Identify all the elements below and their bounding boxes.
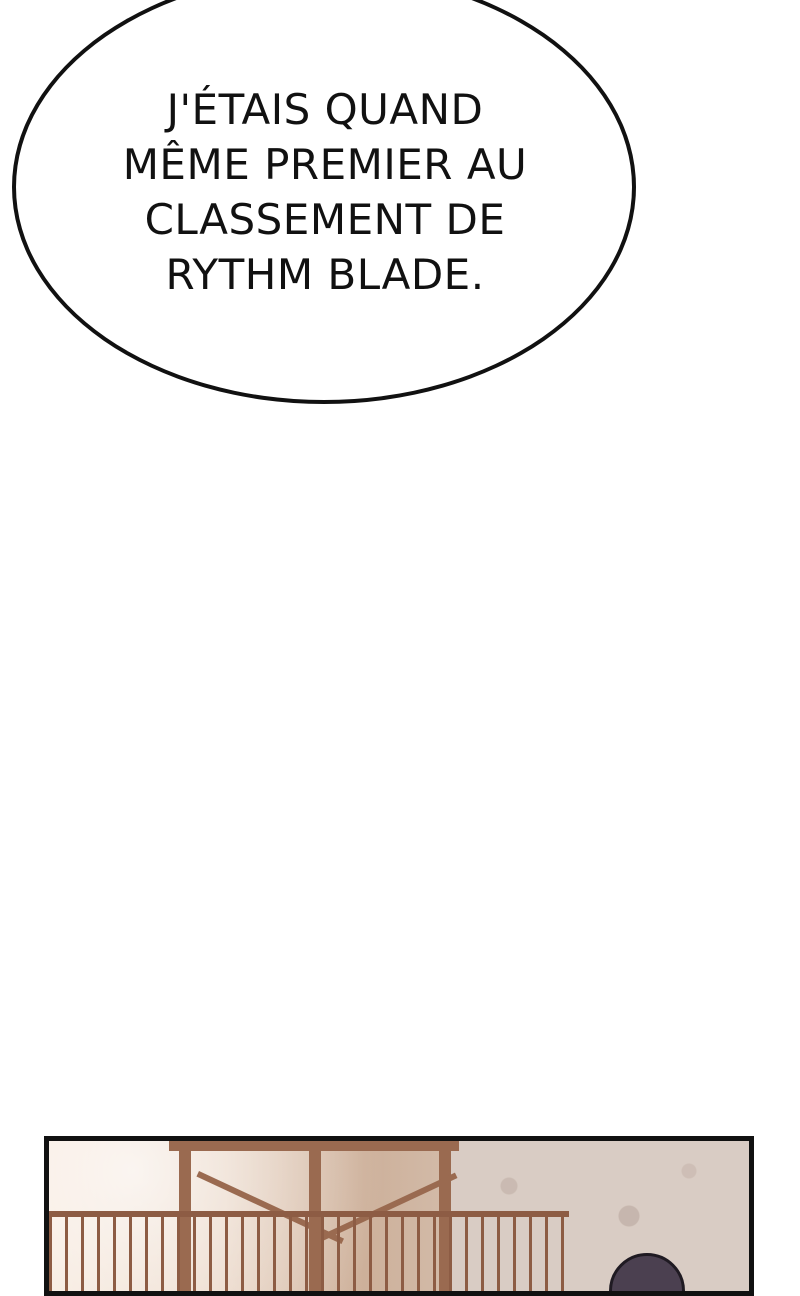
speech-line-3: CLASSEMENT DE	[144, 195, 506, 244]
speech-bubble-text: J'ÉTAIS QUAND MÊME PREMIER AU CLASSEMENT…	[60, 82, 590, 302]
speech-bubble	[12, 0, 636, 404]
speech-line-1: J'ÉTAIS QUAND	[166, 85, 484, 134]
speech-line-4: RYTHM BLADE.	[165, 250, 485, 299]
speech-line-2: MÊME PREMIER AU	[122, 140, 528, 189]
comic-panel	[44, 1136, 754, 1296]
wooden-railing	[49, 1211, 569, 1291]
stone-wall	[449, 1141, 749, 1291]
